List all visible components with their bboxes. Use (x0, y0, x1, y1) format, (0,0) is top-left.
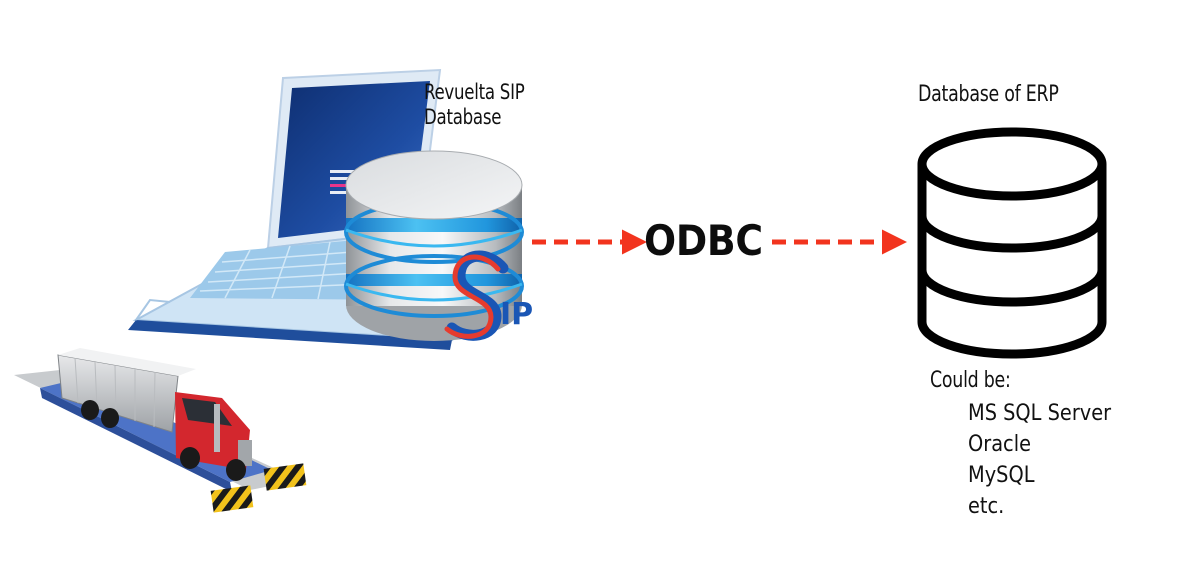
list-item: MS SQL Server (968, 401, 1112, 426)
erp-options-list: MS SQL Server Oracle MySQL etc. (968, 398, 1111, 522)
list-item: etc. (968, 494, 1005, 519)
odbc-label: ODBC (644, 216, 763, 265)
sip-logo-text: IP (500, 297, 533, 332)
hazard-stripe-icon (263, 463, 307, 491)
list-item: Oracle (968, 432, 1032, 457)
erp-database-label: Database of ERP (918, 82, 1059, 107)
sip-database-icon (344, 150, 524, 341)
screen-ui-lines-icon (330, 170, 360, 194)
hazard-stripe-icon (210, 485, 254, 513)
could-be-label: Could be: (930, 368, 1011, 393)
truck-scale-illustration (14, 348, 307, 513)
sip-database-label-line2: Database (424, 105, 502, 129)
laptop-edge (128, 320, 452, 350)
erp-database-icon (917, 127, 1107, 359)
sip-logo: IP (444, 250, 533, 341)
sip-database-label-line1: Revuelta SIP (424, 80, 525, 104)
sip-database-label: Revuelta SIP Database (424, 80, 525, 130)
list-item: MySQL (968, 463, 1035, 488)
